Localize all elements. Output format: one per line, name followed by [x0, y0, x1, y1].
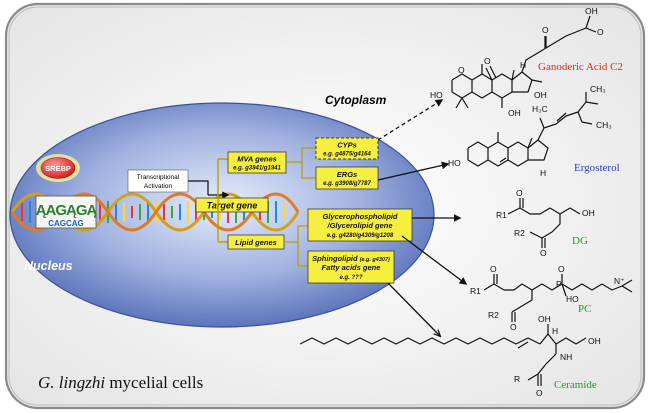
sphingolipid-inline-example: (e.g. g4307)	[360, 257, 390, 263]
ga-h: H	[520, 60, 526, 70]
sphingolipid-genes-box	[307, 250, 395, 284]
pc-ho: HO	[566, 294, 579, 304]
ergosterol-ch3-top: CH₃	[590, 84, 606, 94]
ergosterol-h: H	[540, 168, 546, 178]
ganoderic-acid-structure: O O O OH O HO OH OH H Ganoderic Acid C2	[430, 6, 623, 118]
cyps-label: CYPs	[337, 141, 357, 150]
pc-r2: R2	[488, 310, 499, 320]
srebp-label: SREBP	[45, 164, 71, 173]
ergs-label: ERGs	[337, 170, 357, 179]
cell-title-rest: mycelial cells	[105, 373, 203, 392]
cyps-box	[315, 137, 379, 160]
ergosterol-ho: HO	[448, 158, 461, 168]
activation-label: Activation	[144, 183, 173, 190]
glycerolipid-line2: /Glycerolipid gene	[326, 221, 392, 230]
arrow-to-ergosterol	[377, 161, 450, 181]
ergosterol-structure: HO H₃C CH₃ CH₃ H Ergosterol	[448, 84, 620, 178]
cell-title-species: G. lingzhi	[38, 373, 105, 392]
dg-r1: R1	[496, 210, 507, 220]
srebp-factor: SREBP	[36, 154, 80, 182]
motif-sequence-top: ĄAGĄGĄ	[36, 202, 98, 219]
dg-structure: O R1 OH R2 O DG	[496, 188, 595, 258]
ga-o-chain: O	[542, 25, 549, 35]
dg-r2: R2	[514, 228, 525, 238]
ergs-box	[315, 166, 379, 190]
pc-r1: R1	[470, 286, 481, 296]
lipid-to-glycero	[284, 225, 308, 243]
ganoderic-acid-label: Ganoderic Acid C2	[538, 61, 623, 73]
ergosterol-ch3-bottom: CH₃	[596, 120, 612, 130]
ga-oh-bottom: OH	[508, 108, 521, 118]
glycerolipid-line1: Glycerophospholipid	[322, 212, 397, 221]
ceramide-structure: OH OH NH O R H Ceramide	[299, 314, 601, 398]
fatty-acids-label: Fatty acids gene	[322, 263, 381, 272]
ergosterol-label: Ergosterol	[574, 162, 620, 174]
pc-nitrogen: N⁺	[614, 276, 625, 286]
pc-o-phosphate: O	[558, 264, 565, 274]
sphingolipid-line1: Sphingolipid(e.g. g4307)	[312, 254, 390, 263]
ga-oh-acid: OH	[585, 6, 598, 16]
dg-o-top: O	[516, 188, 523, 198]
ga-o-ring: O	[484, 56, 491, 66]
target-gene-label: Target gene	[207, 201, 258, 211]
mva-to-cyps	[286, 147, 316, 163]
arrow-to-pc	[401, 235, 468, 285]
binding-motif: ĄAGĄGĄ CAGCAG	[35, 195, 98, 229]
ceramide-oh-terminal: OH	[588, 336, 601, 346]
target-gene-box	[195, 197, 269, 213]
cell-title: G. lingzhi mycelial cells	[38, 373, 203, 392]
cyps-example: e.g. g4875/g4164	[323, 152, 371, 158]
ceramide-oh: OH	[538, 314, 551, 324]
pc-phosphorus: P	[556, 279, 562, 289]
transcriptional-label: Transcriptional	[137, 174, 180, 181]
mva-to-ergs	[301, 162, 316, 179]
nucleus-label: Nucleus	[24, 259, 73, 273]
mva-genes-example: e.g. g3941/g1941	[233, 166, 281, 172]
arrow-to-ganoderic-acid	[377, 99, 444, 141]
lipid-to-sphingo	[297, 242, 308, 267]
mva-genes-label: MVA genes	[237, 155, 277, 164]
ceramide-label: Ceramide	[554, 379, 597, 391]
pc-label: PC	[578, 303, 591, 315]
motif-sequence-bottom: CAGCAG	[48, 219, 84, 228]
ceramide-o: O	[536, 388, 543, 398]
transcriptional-activation: Transcriptional Activation	[127, 169, 230, 199]
cell-membrane-inner	[8, 6, 642, 406]
pc-structure: R1 O P O HO N⁺ R2 O PC	[470, 264, 633, 332]
sphingolipid-name: Sphingolipid	[312, 254, 358, 263]
ga-o-left: O	[458, 65, 465, 75]
glycerolipid-example: e.g. g4280/g4309/g1208	[327, 233, 394, 239]
ceramide-h: H	[552, 326, 558, 336]
cytoplasm-label: Cytoplasm	[325, 93, 387, 107]
ceramide-nh: NH	[560, 352, 572, 362]
ga-oh-right: OH	[534, 90, 547, 100]
lipid-genes-label: Lipid genes	[235, 238, 277, 247]
dg-label: DG	[572, 235, 588, 247]
dg-o-bottom: O	[540, 248, 547, 258]
dg-oh: OH	[582, 208, 595, 218]
arrow-to-ceramide	[387, 282, 440, 336]
ga-ho: HO	[430, 90, 443, 100]
ergs-example: e.g. g3908/g7787	[323, 181, 371, 187]
ergosterol-h3c: H₃C	[532, 104, 548, 114]
glycerolipid-genes-box	[307, 208, 413, 242]
ga-o-acid: O	[597, 27, 604, 37]
ceramide-r: R	[514, 374, 520, 384]
pc-o-bottom: O	[510, 322, 517, 332]
pc-o-top: O	[490, 264, 497, 274]
fatty-acids-example: e.g. ???	[340, 275, 363, 281]
